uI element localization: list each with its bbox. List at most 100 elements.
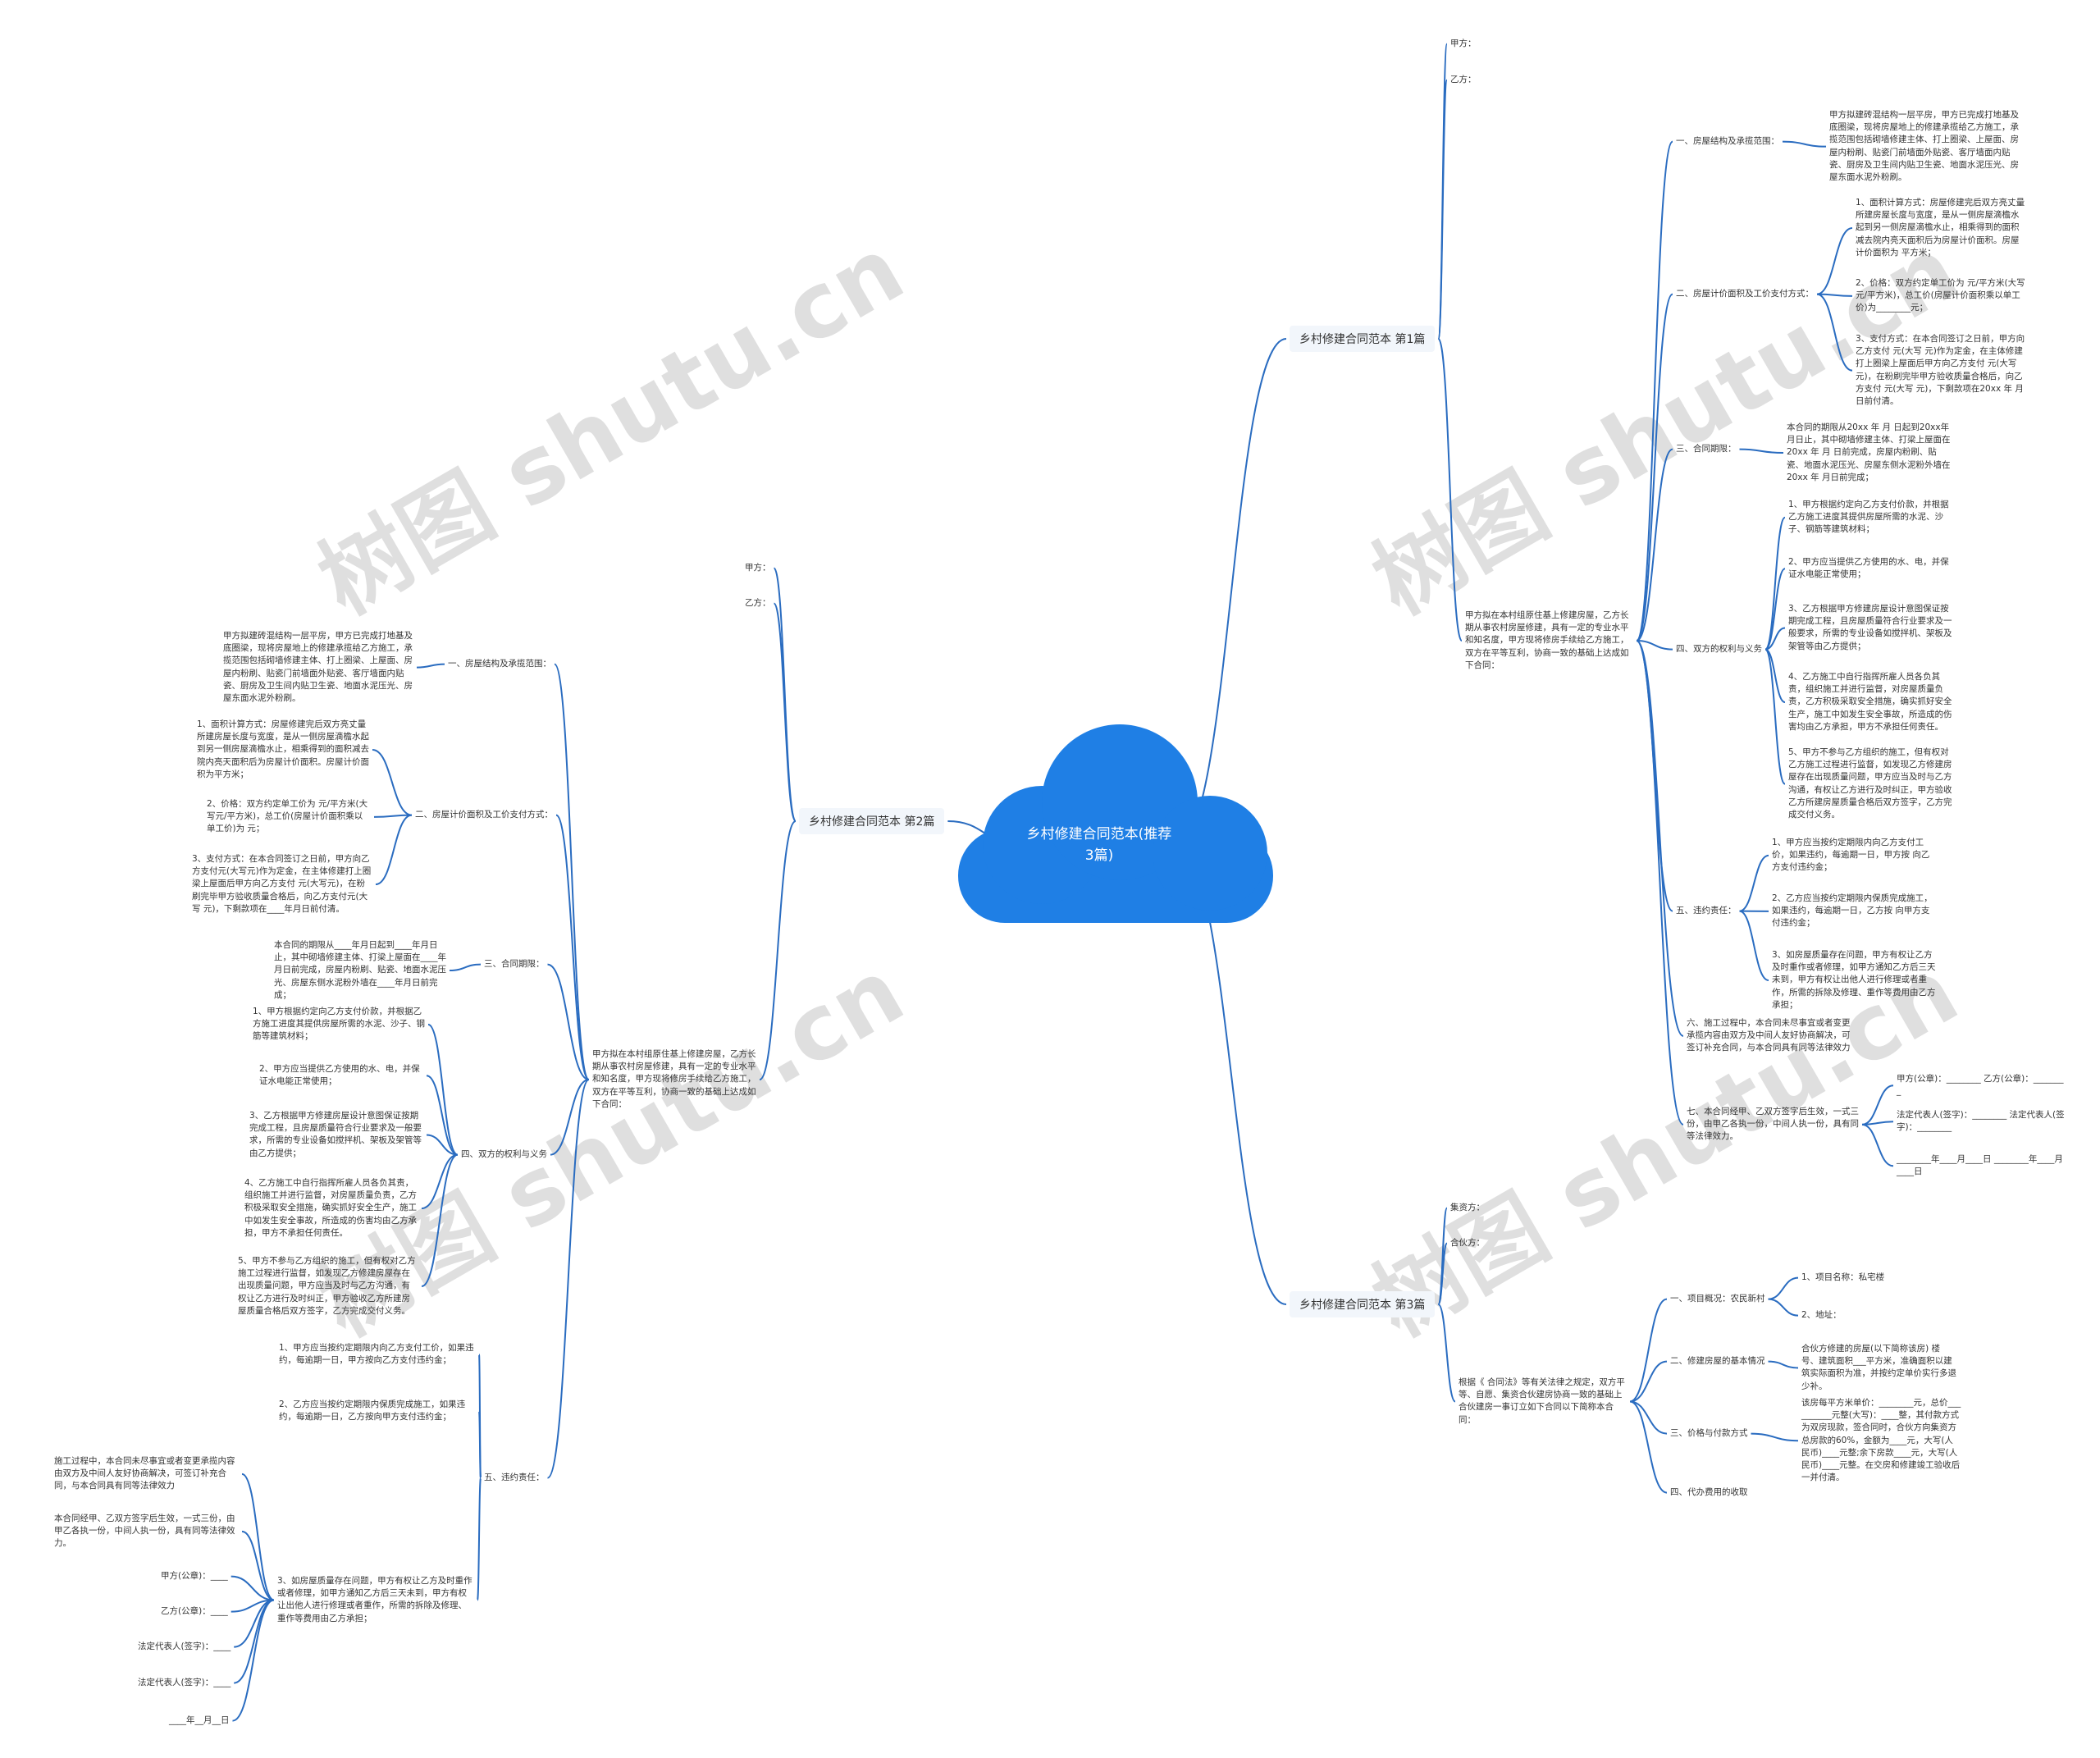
b1-intro[interactable]: 甲方拟在本村组原住基上修建房屋，乙方长期从事农村房屋修建，具有一定的专业水平和知… <box>1465 610 1629 670</box>
connector-b2-s5-sub-4 <box>231 1599 275 1613</box>
b1-s4-label[interactable]: 四、双方的权利与义务 <box>1676 644 1762 654</box>
b3-jia[interactable]: 集资方： <box>1450 1203 1485 1212</box>
connector-b1-s6 <box>1636 640 1684 1037</box>
b1-s2-item-3[interactable]: 3、支付方式：在本合同签订之日前，甲方向乙方支付 元(大写 元)作为定金，在主体… <box>1856 334 2025 407</box>
connector-b1-s7-label <box>1636 640 1684 1126</box>
b1-s3-label[interactable]: 三、合同期限： <box>1676 444 1737 454</box>
b2-s1-label[interactable]: 一、房屋结构及承揽范围： <box>448 659 551 669</box>
b1-s6[interactable]: 六、施工过程中，本合同未尽事宜或者变更承揽内容由双方及中间人友好协商解决，可签订… <box>1687 1018 1851 1053</box>
connector-b2-s3-label <box>547 963 590 1081</box>
b1-s2-item-1[interactable]: 1、面积计算方式：房屋修建完后双方亮丈量所建房屋长度与宽度，是从一侧房屋滴檐水起… <box>1856 198 2025 258</box>
b1-s4-item-3[interactable]: 3、乙方根据甲方修建房屋设计意图保证按期完成工程，且房屋质量符合行业要求及一般要… <box>1788 604 1952 651</box>
b1-s2-label[interactable]: 二、房屋计价面积及工价支付方式： <box>1676 289 1814 299</box>
connector-b2-s5-sub-7 <box>232 1599 275 1722</box>
b1-s7-item-2[interactable]: 法定代表人(签字)：________ 法定代表人(签字)：________ <box>1897 1110 2065 1133</box>
b2-s4-item-5[interactable]: 5、甲方不参与乙方组织的施工，但有权对乙方施工过程进行监督，如发现乙方修建房屋存… <box>238 1256 416 1316</box>
b2-s5-sub-7[interactable]: ____年__月__日 <box>169 1715 230 1725</box>
connector-b3-jia <box>1437 1207 1448 1305</box>
b3-s3-label[interactable]: 三、价格与付款方式 <box>1670 1428 1748 1438</box>
branch-1-title[interactable]: 乡村修建合同范本 第1篇 <box>1290 326 1436 352</box>
b3-s1-label[interactable]: 一、项目概况：农民新村 <box>1670 1294 1765 1304</box>
b2-s4-label[interactable]: 四、双方的权利与义务 <box>461 1149 547 1159</box>
connector-b1-s5-item-1 <box>1739 854 1769 912</box>
b2-s5-item-3[interactable]: 3、如房屋质量存在问题，甲方有权让乙方及时重作或者修理，如甲方通知乙方后三天未到… <box>277 1576 472 1623</box>
connector-b1-s3-text <box>1739 448 1784 454</box>
b2-s2-label[interactable]: 二、房屋计价面积及工价支付方式： <box>415 810 553 820</box>
b2-s5-label[interactable]: 五、违约责任： <box>484 1473 545 1482</box>
branch-2-title[interactable]: 乡村修建合同范本 第2篇 <box>799 808 945 834</box>
b1-s4-item-4[interactable]: 4、乙方施工中自行指挥所雇人员各负其责，组织施工并进行监督，对房屋质量负责，乙方… <box>1788 672 1952 732</box>
b2-yi[interactable]: 乙方： <box>745 598 771 608</box>
b2-s5-sub-1[interactable]: 施工过程中，本合同未尽事宜或者变更承揽内容由双方及中间人友好协商解决，可签订补充… <box>54 1456 235 1491</box>
b1-s4-item-1[interactable]: 1、甲方根据约定向乙方支付价款，并根据乙方施工进度其提供房屋所需的水泥、沙子、钢… <box>1788 500 1949 535</box>
connector-b3-s2-text <box>1768 1360 1799 1369</box>
b1-s2-item-2[interactable]: 2、价格：双方约定单工价为 元/平方米(大写元/平方米)，总工价(房屋计价面积乘… <box>1856 278 2025 313</box>
b3-s3-text[interactable]: 该房每平方米单价：________元，总价__________元整(大写)：__… <box>1801 1398 1961 1483</box>
b2-s2-item-2[interactable]: 2、价格：双方约定单工价为 元/平方米(大写元/平方米)，总工价(房屋计价面积乘… <box>207 799 368 834</box>
branch-3-title[interactable]: 乡村修建合同范本 第3篇 <box>1290 1291 1436 1317</box>
connector-b3-intro <box>1437 1304 1456 1403</box>
b1-s4-item-5[interactable]: 5、甲方不参与乙方组织的施工，但有权对乙方施工过程进行监督，如发现乙方修建房屋存… <box>1788 747 1952 820</box>
connector-b1-s4-item-5 <box>1764 648 1786 785</box>
connector-b1-s2-label <box>1636 293 1673 642</box>
b3-intro[interactable]: 根据《 合同法》等有关法律之规定，双方平等、自愿、集资合伙建房协商一致的基础上合… <box>1459 1377 1625 1425</box>
b1-s7-item-1[interactable]: 甲方(公章)：________ 乙方(公章)：________ <box>1897 1074 2064 1097</box>
b1-s7-label[interactable]: 七、本合同经甲、乙双方签字后生效，一式三份，由甲乙各执一份，中间人执一份，具有同… <box>1687 1107 1859 1142</box>
b2-s5-item-1[interactable]: 1、甲方应当按约定期限内向乙方支付工价，如果违约，每逾期一日，甲方按向乙方支付违… <box>279 1343 474 1366</box>
b2-s2-item-3[interactable]: 3、支付方式：在本合同签订之日前，甲方向乙方支付元(大写元)作为定金，在主体修建… <box>192 854 372 914</box>
b3-he[interactable]: 合伙方： <box>1450 1238 1485 1248</box>
b1-s7-item-3[interactable]: ________年____月____日 ________年____月____日 <box>1897 1154 2063 1177</box>
b2-s4-item-1[interactable]: 1、甲方根据约定向乙方支付价款，并根据乙方施工进度其提供房屋所需的水泥、沙子、钢… <box>253 1007 425 1042</box>
b2-s3-text[interactable]: 本合同的期限从____年月日起到____年月日止，其中砌墙修建主体、打梁上屋面在… <box>274 940 446 1000</box>
connector-b3-s3-text <box>1751 1432 1799 1442</box>
connector-b2-s1-text <box>416 663 445 669</box>
connector-b2-s5-sub-6 <box>233 1599 275 1684</box>
b2-s4-item-4[interactable]: 4、乙方施工中自行指挥所雇人员各负其责，组织施工并进行监督，对房屋质量负责，乙方… <box>244 1178 417 1238</box>
b3-s2-text[interactable]: 合伙方修建的房屋(以下简称该房) 楼 号、建筑面积___平方米，准确面积以建筑实… <box>1801 1344 1956 1391</box>
connector-b3-s4-label <box>1629 1400 1668 1494</box>
b1-jia[interactable]: 甲方： <box>1450 39 1477 48</box>
b1-s4-item-2[interactable]: 2、甲方应当提供乙方使用的水、电，并保证水电能正常使用； <box>1788 557 1949 580</box>
connector-b1-s4-label <box>1636 640 1673 651</box>
b1-s5-label[interactable]: 五、违约责任： <box>1676 906 1737 916</box>
connector-b2-s5-sub-3 <box>231 1575 275 1601</box>
b1-s1-label[interactable]: 一、房屋结构及承揽范围： <box>1676 136 1779 146</box>
root-cloud-icon[interactable] <box>952 722 1280 927</box>
connector-b2-s4-label <box>550 1079 590 1156</box>
b2-s1-text[interactable]: 甲方拟建砖混结构一层平房，甲方已完成打地基及底圈梁，现将房屋地上的修建承揽给乙方… <box>223 631 413 704</box>
b3-s1-item-2[interactable]: 2、地址： <box>1801 1310 1842 1320</box>
b1-yi[interactable]: 乙方： <box>1450 75 1477 84</box>
b2-s5-sub-6[interactable]: 法定代表人(签字)：____ <box>138 1678 231 1687</box>
b1-s1-text[interactable]: 甲方拟建砖混结构一层平房，甲方已完成打地基及底圈梁，现将房屋地上的修建承揽给乙方… <box>1829 110 2019 183</box>
connector-b1-s2-item-3 <box>1816 293 1853 372</box>
b2-s5-item-2[interactable]: 2、乙方应当按约定期限内保质完成施工，如果违约，每逾期一日，乙方按向甲方支付违约… <box>279 1400 466 1422</box>
b1-s5-item-3[interactable]: 3、如房屋质量存在问题，甲方有权让乙方及时重作或者修理，如甲方通知乙方后三天未到… <box>1772 950 1936 1010</box>
b2-jia[interactable]: 甲方： <box>745 563 771 573</box>
b2-s2-item-1[interactable]: 1、面积计算方式：房屋修建完后双方亮丈量所建房屋长度与宽度，是从一侧房屋滴檐水起… <box>197 719 369 779</box>
connector-b3-s3-label <box>1629 1400 1668 1435</box>
b2-intro[interactable]: 甲方拟在本村组原住基上修建房屋，乙方长期从事农村房屋修建，具有一定的专业水平和知… <box>592 1049 756 1109</box>
connector-b2-s3-text <box>449 963 482 972</box>
connector-b1-s4-item-4 <box>1764 648 1786 704</box>
b2-s4-item-3[interactable]: 3、乙方根据甲方修建房屋设计意图保证按期完成工程，且房屋质量符合行业要求及一般要… <box>249 1111 422 1158</box>
b3-s2-label[interactable]: 二、修建房屋的基本情况 <box>1670 1356 1765 1366</box>
b2-s4-item-2[interactable]: 2、甲方应当提供乙方使用的水、电，并保证水电能正常使用； <box>259 1064 420 1087</box>
b2-s3-label[interactable]: 三、合同期限： <box>484 959 545 969</box>
b1-s5-item-1[interactable]: 1、甲方应当按约定期限内向乙方支付工价，如果违约，每逾期一日，甲方按 向乙方支付… <box>1772 838 1930 873</box>
connector-b2-yi <box>773 602 797 822</box>
connector-b2-s4-item-3 <box>426 1134 459 1156</box>
b2-s5-sub-3[interactable]: 甲方(公章)：____ <box>161 1571 228 1581</box>
b1-s5-item-2[interactable]: 2、乙方应当按约定期限内保质完成施工，如果违约，每逾期一日，乙方按 向甲方支付违… <box>1772 893 1933 929</box>
b2-s5-sub-4[interactable]: 乙方(公章)：____ <box>161 1606 228 1616</box>
connector-b1-s7-item-1 <box>1861 1084 1894 1126</box>
b1-s3-text[interactable]: 本合同的期限从20xx 年 月 日起到20xx年 月日止，其中砌墙修建主体、打梁… <box>1787 422 1951 482</box>
connector-b1-s2-item-1 <box>1816 227 1853 295</box>
connector-b2-intro <box>759 820 797 1081</box>
root-title[interactable]: 乡村修建合同范本(推荐3篇) <box>1026 826 1172 864</box>
b2-s5-sub-5[interactable]: 法定代表人(签字)：____ <box>138 1642 231 1651</box>
connector-b1-s4-item-1 <box>1764 516 1786 651</box>
b3-s4-label[interactable]: 四、代办费用的收取 <box>1670 1487 1748 1497</box>
b2-s5-sub-2[interactable]: 本合同经甲、乙双方签字后生效，一式三份，由甲乙各执一份，中间人执一份，具有同等法… <box>54 1514 235 1549</box>
b3-s1-item-1[interactable]: 1、项目名称：私宅楼 <box>1801 1272 1885 1282</box>
